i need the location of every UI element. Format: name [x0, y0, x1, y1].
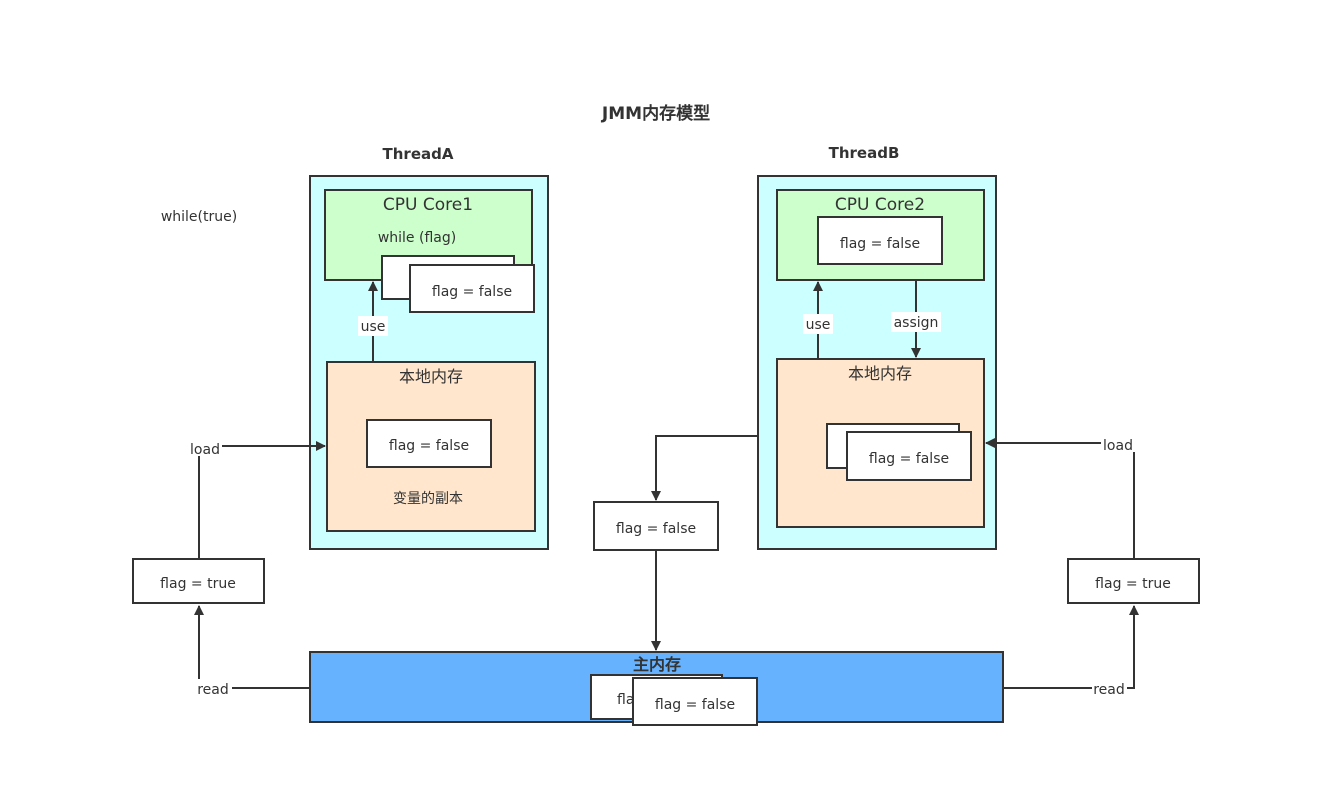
thread-b-use-label: use: [806, 317, 831, 333]
thread-a-local-value-box: [366, 419, 492, 468]
variable-copy-caption: 变量的副本: [393, 491, 463, 507]
diagram-title: JMM内存模型: [601, 103, 710, 124]
while-true-note: while(true): [161, 209, 237, 225]
cpu-core1-title: CPU Core1: [383, 195, 473, 215]
thread-a-local-value-text: flag = false: [389, 438, 469, 454]
right-read-label: read: [1093, 682, 1125, 698]
thread-b-store-path: [651, 435, 758, 501]
core2-value-text: flag = false: [840, 236, 920, 252]
right-load-label: load: [1103, 438, 1133, 454]
main-memory-value-box: [632, 677, 758, 726]
core1-value-text: flag = false: [432, 284, 512, 300]
thread-b-local-memory-title: 本地内存: [848, 364, 912, 383]
thread-b-assign-label-bg: [891, 312, 941, 332]
while-flag-code: while (flag): [378, 230, 456, 246]
thread-b-local-value-text: flag = false: [869, 451, 949, 467]
thread-a-label: ThreadA: [383, 145, 454, 163]
thread-a-use-label-bg: [358, 316, 388, 336]
right-true-value-text: flag = true: [1095, 576, 1171, 592]
thread-b-assign-label: assign: [894, 315, 939, 331]
main-memory-back-value-text: fla: [617, 692, 634, 708]
thread-b-label: ThreadB: [829, 144, 900, 162]
left-true-value-text: flag = true: [160, 576, 236, 592]
main-memory-title: 主内存: [633, 655, 681, 674]
core1-value-box: [409, 264, 535, 313]
thread-a-local-memory-title: 本地内存: [399, 367, 463, 386]
cpu-core2-title: CPU Core2: [835, 195, 925, 215]
thread-b-use-label-bg: [803, 314, 833, 334]
thread-b-local-value-box: [846, 431, 972, 481]
thread-a-use-label: use: [361, 319, 386, 335]
left-read-label: read: [197, 682, 229, 698]
main-memory-value-text: flag = false: [655, 697, 735, 713]
left-load-label: load: [190, 442, 220, 458]
right-read-arrow: [1127, 605, 1139, 689]
transfer-value-text: flag = false: [616, 521, 696, 537]
right-true-value-box: [1067, 558, 1200, 604]
core2-value-box: [817, 216, 943, 265]
